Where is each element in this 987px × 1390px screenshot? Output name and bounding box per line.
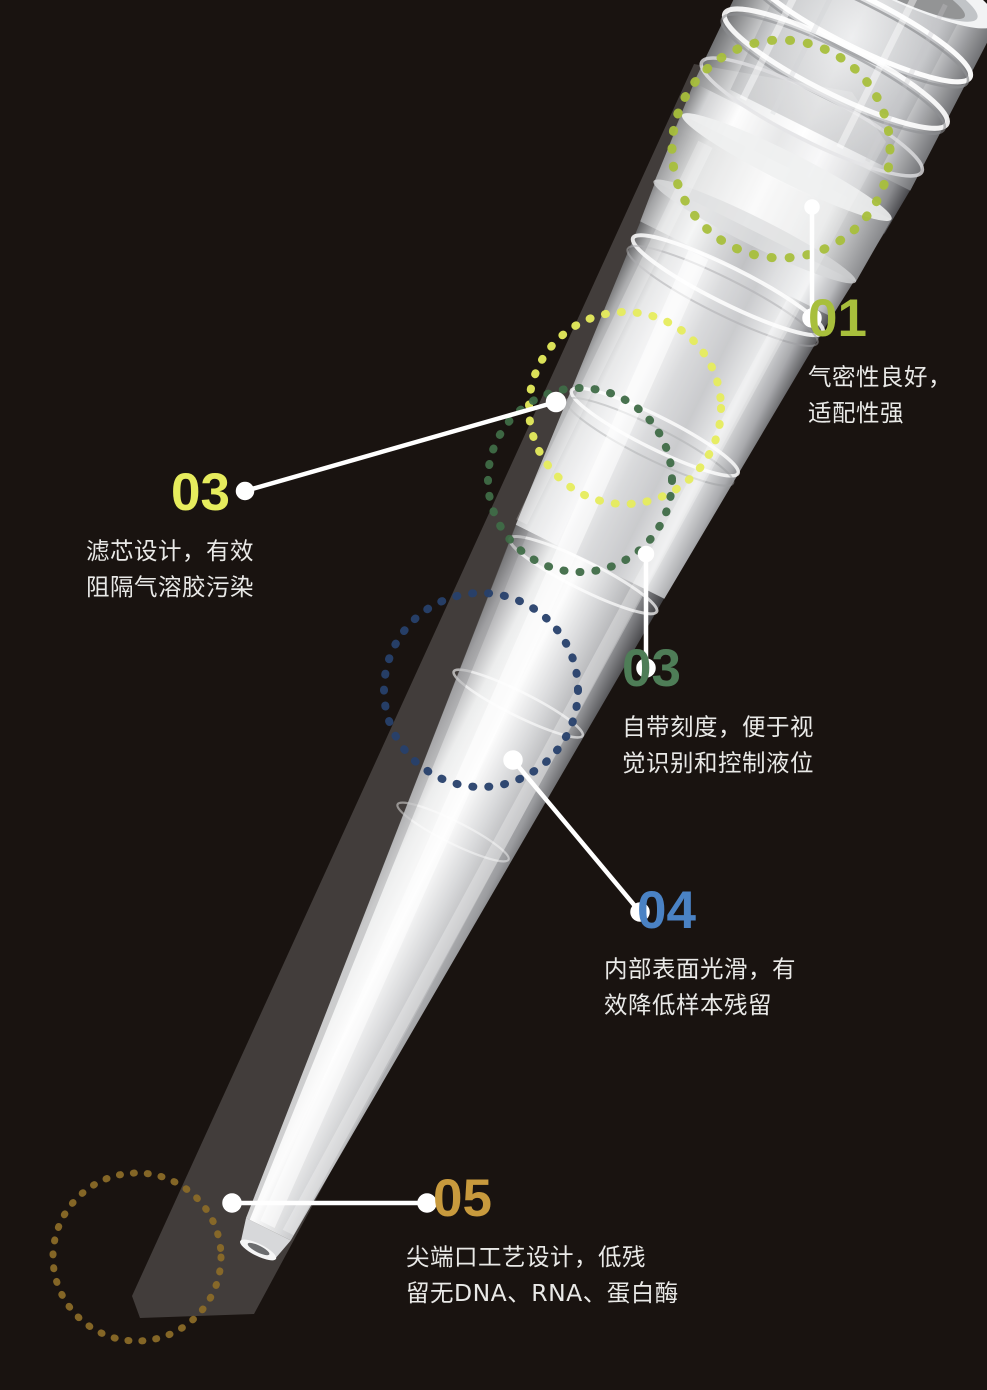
leader-dot-05-start — [222, 1193, 242, 1213]
leader-dot-03-filter-end — [235, 481, 255, 501]
leader-dot-04-end — [630, 902, 650, 922]
leader-dot-01-end — [802, 308, 822, 328]
callout-03-scale-text: 自带刻度，便于视 觉识别和控制液位 — [622, 713, 814, 778]
leader-dot-04-start — [503, 750, 523, 770]
callout-03-filter: 03 滤芯设计，有效 阻隔气溶胶污染 — [86, 466, 254, 606]
callout-01: 01 气密性良好， 适配性强 — [808, 292, 952, 432]
callout-03-filter-text: 滤芯设计，有效 阻隔气溶胶污染 — [86, 537, 254, 602]
highlight-circle-01 — [667, 35, 895, 263]
highlight-circle-03-scale — [484, 384, 676, 576]
callout-05-text: 尖端口工艺设计，低残 留无DNA、RNA、蛋白酶 — [406, 1243, 679, 1308]
highlight-circle-05 — [49, 1169, 225, 1345]
leader-line-03-filter — [242, 399, 559, 494]
leader-dot-03-scale-start — [637, 545, 655, 563]
callout-05: 05 尖端口工艺设计，低残 留无DNA、RNA、蛋白酶 — [406, 1169, 679, 1312]
callout-04-number: 04 — [637, 881, 696, 940]
callout-03-scale: 03 自带刻度，便于视 觉识别和控制液位 — [622, 642, 814, 782]
callout-03-filter-number: 03 — [171, 463, 230, 522]
callout-04-text: 内部表面光滑，有 效降低样本残留 — [604, 955, 796, 1020]
callout-05-number: 05 — [433, 1169, 492, 1228]
leader-dot-03-filter-start — [545, 391, 567, 413]
highlight-circle-04 — [380, 589, 582, 791]
leader-dot-03-scale-end — [636, 658, 656, 678]
leader-line-04 — [510, 757, 643, 915]
leader-dot-05-end — [417, 1193, 437, 1213]
callout-01-number: 01 — [808, 289, 867, 348]
callout-04: 04 内部表面光滑，有 效降低样本残留 — [604, 881, 796, 1024]
leader-dot-01-start — [804, 199, 820, 215]
callout-03-scale-number: 03 — [622, 639, 681, 698]
callout-01-text: 气密性良好， 适配性强 — [808, 363, 952, 428]
